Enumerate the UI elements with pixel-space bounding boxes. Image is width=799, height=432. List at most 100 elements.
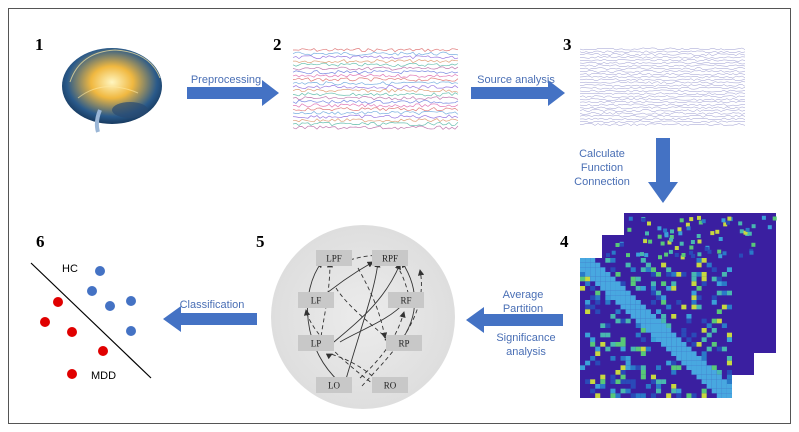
eeg-raw-signals [292, 46, 459, 132]
matrix-cell [667, 240, 672, 245]
matrix-cell [625, 356, 631, 361]
matrix-cell [721, 384, 727, 389]
eeg-trace [292, 73, 459, 78]
matrix-cell [640, 267, 646, 272]
matrix-cell [650, 281, 656, 286]
matrix-cell [721, 218, 726, 223]
matrix-cell [580, 272, 586, 277]
matrix-cell [625, 262, 631, 268]
matrix-cell [650, 323, 656, 328]
matrix-cell [628, 216, 633, 221]
matrix-cell [669, 235, 674, 239]
source-signals [579, 46, 746, 128]
matrix-cell [610, 314, 616, 319]
matrix-cell [595, 393, 601, 398]
matrix-cell [620, 388, 626, 394]
matrix-cell [630, 384, 636, 389]
eeg-trace [292, 70, 459, 75]
matrix-cell [615, 243, 620, 247]
matrix-cell [645, 231, 649, 236]
matrix-cell [701, 351, 707, 356]
matrix-cell [610, 388, 616, 394]
matrix-cell [645, 309, 651, 314]
source-trace [579, 50, 746, 54]
matrix-cell [605, 290, 611, 296]
matrix-cell [640, 286, 646, 291]
matrix-cell [640, 370, 646, 375]
matrix-cell [625, 360, 631, 366]
matrix-cell [590, 379, 596, 384]
arrow-average-partition [466, 307, 563, 333]
matrix-cell [630, 295, 636, 300]
matrix-cell [698, 220, 703, 225]
matrix-cell [615, 379, 621, 384]
matrix-cell [691, 290, 697, 296]
matrix-cell [610, 267, 616, 272]
source-trace [579, 120, 745, 124]
matrix-cell [666, 304, 672, 310]
matrix-cell [664, 252, 669, 257]
connectivity-matrices [580, 213, 777, 398]
matrix-cell [716, 290, 722, 296]
matrix-cell [686, 356, 692, 361]
matrix-cell [620, 356, 626, 361]
matrix-cell [661, 281, 667, 286]
matrix-cell [696, 370, 702, 375]
matrix-cell [666, 342, 672, 347]
matrix-cell [679, 218, 684, 223]
matrix-cell [676, 351, 682, 356]
matrix-cell [671, 360, 677, 366]
source-trace [579, 123, 746, 126]
eeg-trace [292, 51, 459, 56]
matrix-cell [630, 346, 636, 352]
matrix-cell [721, 304, 727, 310]
matrix-cell [671, 388, 677, 394]
matrix-cell [666, 346, 672, 352]
matrix-cell [611, 250, 616, 255]
matrix-cell [739, 229, 744, 234]
matrix-cell [691, 304, 697, 310]
matrix-cell [630, 314, 636, 319]
matrix-cell [600, 384, 606, 389]
matrix-cell [726, 393, 732, 398]
matrix-cell [585, 267, 591, 272]
hc-points [87, 266, 136, 336]
matrix-cell [690, 240, 695, 244]
source-trace [580, 78, 746, 82]
matrix-cell [605, 276, 611, 282]
matrix-cell [696, 234, 701, 238]
matrix-cell [656, 379, 662, 384]
matrix-cell [641, 217, 646, 222]
matrix-cell [615, 342, 621, 347]
node-box-rp [386, 335, 422, 351]
matrix-cell [615, 370, 621, 375]
matrix-cell [661, 300, 667, 305]
matrix-cell [717, 249, 722, 254]
arrow-preprocessing [187, 80, 279, 106]
matrix-cell [635, 346, 641, 352]
matrix-cell [605, 295, 611, 300]
matrix-cell [627, 227, 632, 232]
matrix-cell [661, 314, 667, 319]
matrix-cell [716, 393, 722, 398]
matrix-cell [648, 239, 653, 244]
matrix-cell [691, 332, 697, 338]
matrix-cell [656, 332, 662, 338]
matrix-cell [590, 295, 596, 300]
matrix-cell [661, 318, 667, 324]
matrix-cell [656, 318, 662, 324]
matrix-cell [686, 314, 692, 319]
matrix-cell [671, 337, 677, 342]
matrix-cell [605, 300, 611, 305]
matrix-cell [697, 215, 701, 220]
step-number-6: 6 [36, 232, 45, 251]
matrix-cell [676, 300, 682, 305]
matrix-cell [716, 379, 722, 384]
matrix-cell [686, 346, 692, 352]
matrix-cell [630, 267, 636, 272]
matrix-cell [645, 267, 651, 272]
matrix-cell [715, 229, 720, 234]
matrix-cell [620, 295, 626, 300]
matrix-cell [640, 337, 646, 342]
matrix-cell [635, 323, 641, 328]
